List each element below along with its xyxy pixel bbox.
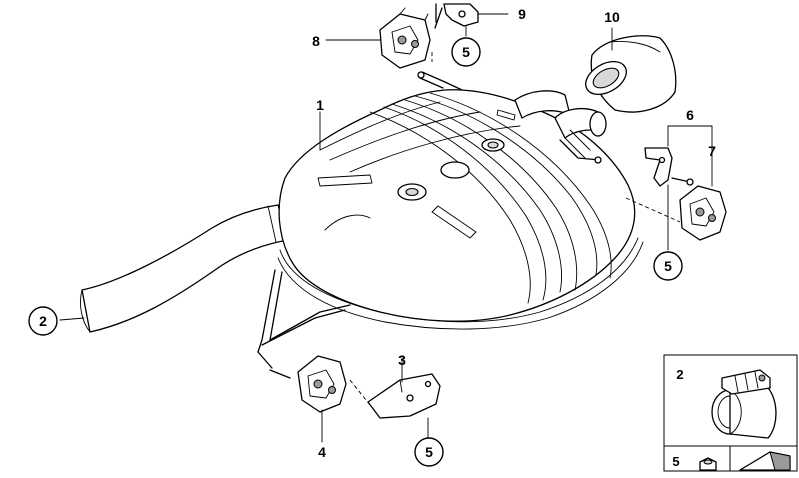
callouts: 1 2 3 4 5 5 5 6 7 8 9 10 xyxy=(28,6,716,467)
callout-6: 6 xyxy=(686,107,694,123)
inset-label-clamp: 2 xyxy=(676,367,683,382)
rubber-mount-bottom xyxy=(297,355,347,413)
bracket-top xyxy=(434,3,479,29)
callout-5-right: 5 xyxy=(664,258,672,274)
leader-lines xyxy=(59,13,713,443)
sealing-tube xyxy=(739,451,791,471)
callout-9: 9 xyxy=(518,6,526,22)
callout-5-top: 5 xyxy=(462,44,470,60)
rubber-mount-right xyxy=(679,185,727,241)
inset-label-nut: 5 xyxy=(672,454,679,469)
rubber-mount-top xyxy=(379,7,431,69)
callout-7: 7 xyxy=(708,143,716,159)
rear-silencer xyxy=(79,71,644,379)
callout-10: 10 xyxy=(604,9,620,25)
nut xyxy=(699,457,717,471)
callout-2: 2 xyxy=(39,313,47,329)
pipe-clamp xyxy=(711,369,777,439)
callout-1: 1 xyxy=(316,97,324,113)
bracket-bottom xyxy=(367,373,441,419)
callout-4: 4 xyxy=(318,444,326,460)
inset-panel: 2 5 xyxy=(663,354,798,472)
silencer-body xyxy=(278,89,636,322)
bracket-right xyxy=(644,147,694,187)
callout-8: 8 xyxy=(312,33,320,49)
inlet-pipe xyxy=(81,204,289,333)
tailpipe-trim xyxy=(585,35,677,113)
callout-5-bottom: 5 xyxy=(425,444,433,460)
callout-3: 3 xyxy=(398,352,406,368)
